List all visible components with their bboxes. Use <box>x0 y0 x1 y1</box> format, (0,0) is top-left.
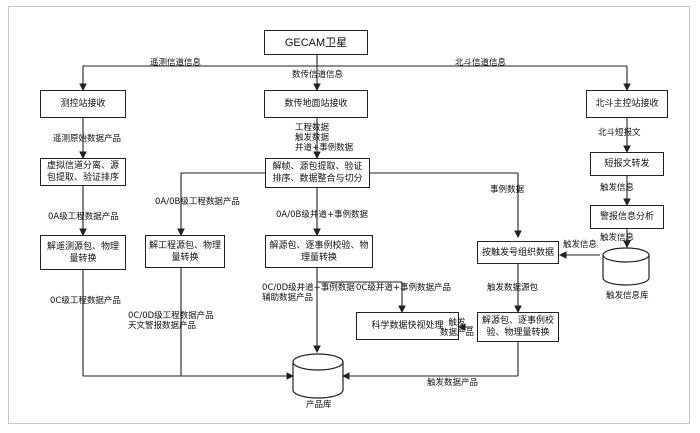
telemetry-unpack-box: 解遥测源包、物理 量转换 <box>40 235 126 270</box>
trigger-info-label-3: 触发信息 <box>563 240 598 250</box>
event-data-label: 事例数据 <box>490 185 525 195</box>
raw-telemetry-label: 遥测原始数据产品 <box>53 134 122 144</box>
beidou-station-box: 北斗主控站接收 <box>586 90 668 118</box>
l0c-engineering-label: 0C级工程数据产品 <box>50 296 121 306</box>
product-db-icon <box>292 353 344 399</box>
diagram-frame <box>8 6 690 424</box>
l0cd-engineering-label: 0C/0D级工程数据产品 天文警报数据产品 <box>128 311 214 331</box>
short-msg-forward-box: 短报文转发 <box>590 152 664 176</box>
trigger-products-bottom-label: 触发数据产品 <box>427 378 479 388</box>
datacom-output-label: 工程数据 触发数据 并道+事例数据 <box>295 123 354 153</box>
l0a-engineering-label: 0A级工程数据产品 <box>48 212 119 222</box>
engineering-unpack-box: 解工程源包、物理 量转换 <box>145 235 225 268</box>
frame-decode-box: 解帧、源包提取、验证 排序、数据整合与切分 <box>265 158 370 188</box>
l0cd-event-label: 0C/0D级并道+事例数据 辅助数据产品 <box>262 283 355 303</box>
quicklook-process-box: 科学数据快视处理 <box>356 312 459 340</box>
ttc-station-box: 测控站接收 <box>40 90 126 118</box>
beidou-short-msg-label: 北斗短报文 <box>598 128 641 138</box>
trigger-organize-box: 按触发号组织数据 <box>477 241 559 264</box>
trigger-db-label: 触发信息库 <box>606 291 649 301</box>
event-unpack-box: 解源包、逐事例校验、物 理量转换 <box>265 235 373 268</box>
trigger-db-icon <box>602 247 650 286</box>
channel-split-box: 虚拟信道分离、源 包提取、验证排序 <box>40 158 126 186</box>
trigger-source-label: 触发数据源包 <box>487 283 539 293</box>
product-db-label: 产品库 <box>306 400 332 410</box>
trigger-unpack-box: 解源包、逐事例校 验、物理量转换 <box>477 312 559 342</box>
gecam-satellite-box: GECAM卫星 <box>264 30 368 55</box>
trigger-info-label-1: 触发信息 <box>600 183 635 193</box>
trigger-products-side-label: 触发 数据产品 <box>440 318 475 338</box>
l0ab-event-label: 0A/0B级并道+事例数据 <box>276 210 368 220</box>
telemetry-channel-label: 遥测信道信息 <box>150 58 202 68</box>
beidou-channel-label: 北斗信道信息 <box>455 58 507 68</box>
l0ab-engineering-label: 0A/0B级工程数据产品 <box>155 197 240 207</box>
alert-analysis-box: 警报信息分析 <box>590 205 664 229</box>
trigger-info-label-2: 触发信息 <box>600 233 635 243</box>
datacom-channel-label: 数传信道信息 <box>292 70 344 80</box>
l0c-event-label: 0C级并道+事例数据产品 <box>356 283 451 293</box>
datacom-station-box: 数传地面站接收 <box>264 90 368 118</box>
